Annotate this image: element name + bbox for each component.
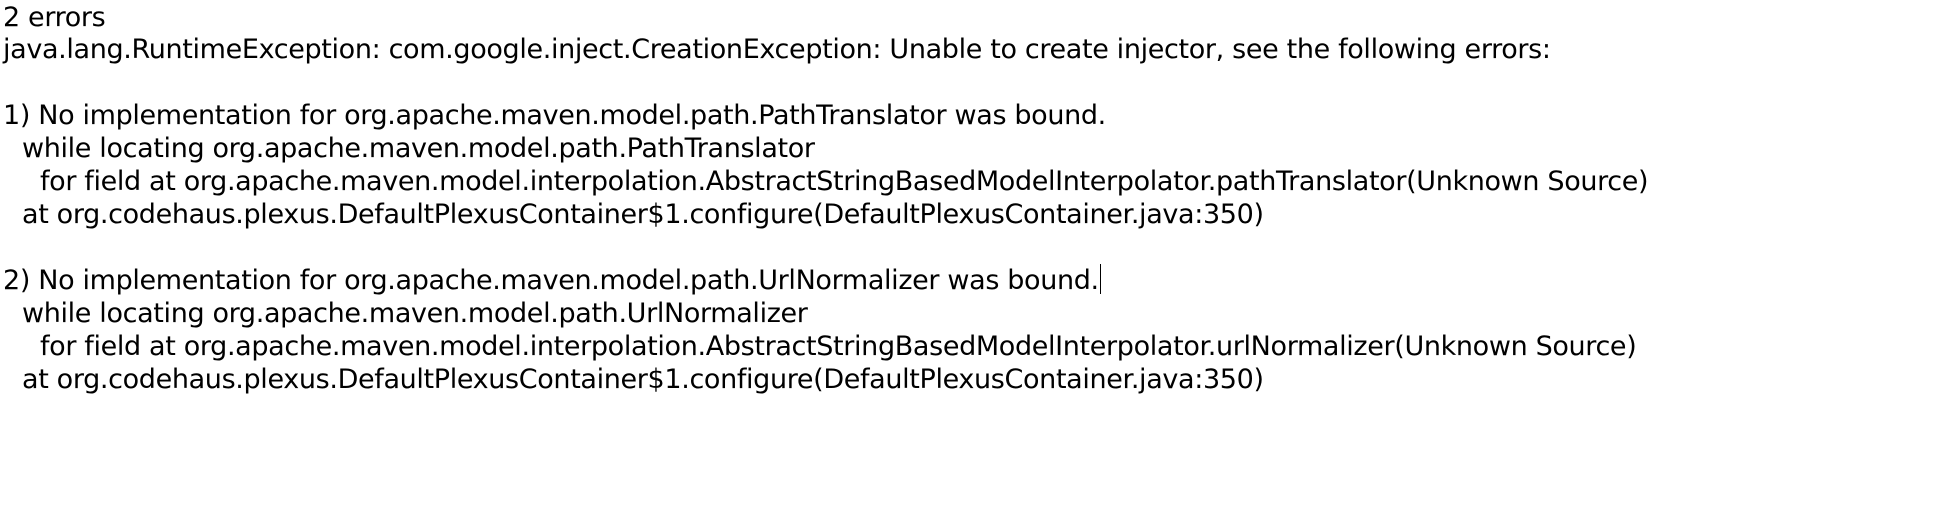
error-2-at-line: at org.codehaus.plexus.DefaultPlexusCont…	[22, 364, 1264, 395]
error-count-line: 2 errors	[3, 2, 106, 33]
error-2-locating-line: while locating org.apache.maven.model.pa…	[22, 298, 808, 329]
error-2-title: 2) No implementation for org.apache.mave…	[3, 265, 1099, 296]
error-2-title-row: 2) No implementation for org.apache.mave…	[3, 264, 1101, 298]
error-1-at-line: at org.codehaus.plexus.DefaultPlexusCont…	[22, 199, 1264, 230]
text-cursor	[1099, 264, 1101, 294]
error-2-field-line: for field at org.apache.maven.model.inte…	[40, 331, 1637, 362]
error-1-locating-line: while locating org.apache.maven.model.pa…	[22, 133, 815, 164]
exception-line: java.lang.RuntimeException: com.google.i…	[3, 34, 1551, 65]
error-1-title: 1) No implementation for org.apache.mave…	[3, 100, 1106, 131]
error-1-field-line: for field at org.apache.maven.model.inte…	[40, 166, 1649, 197]
